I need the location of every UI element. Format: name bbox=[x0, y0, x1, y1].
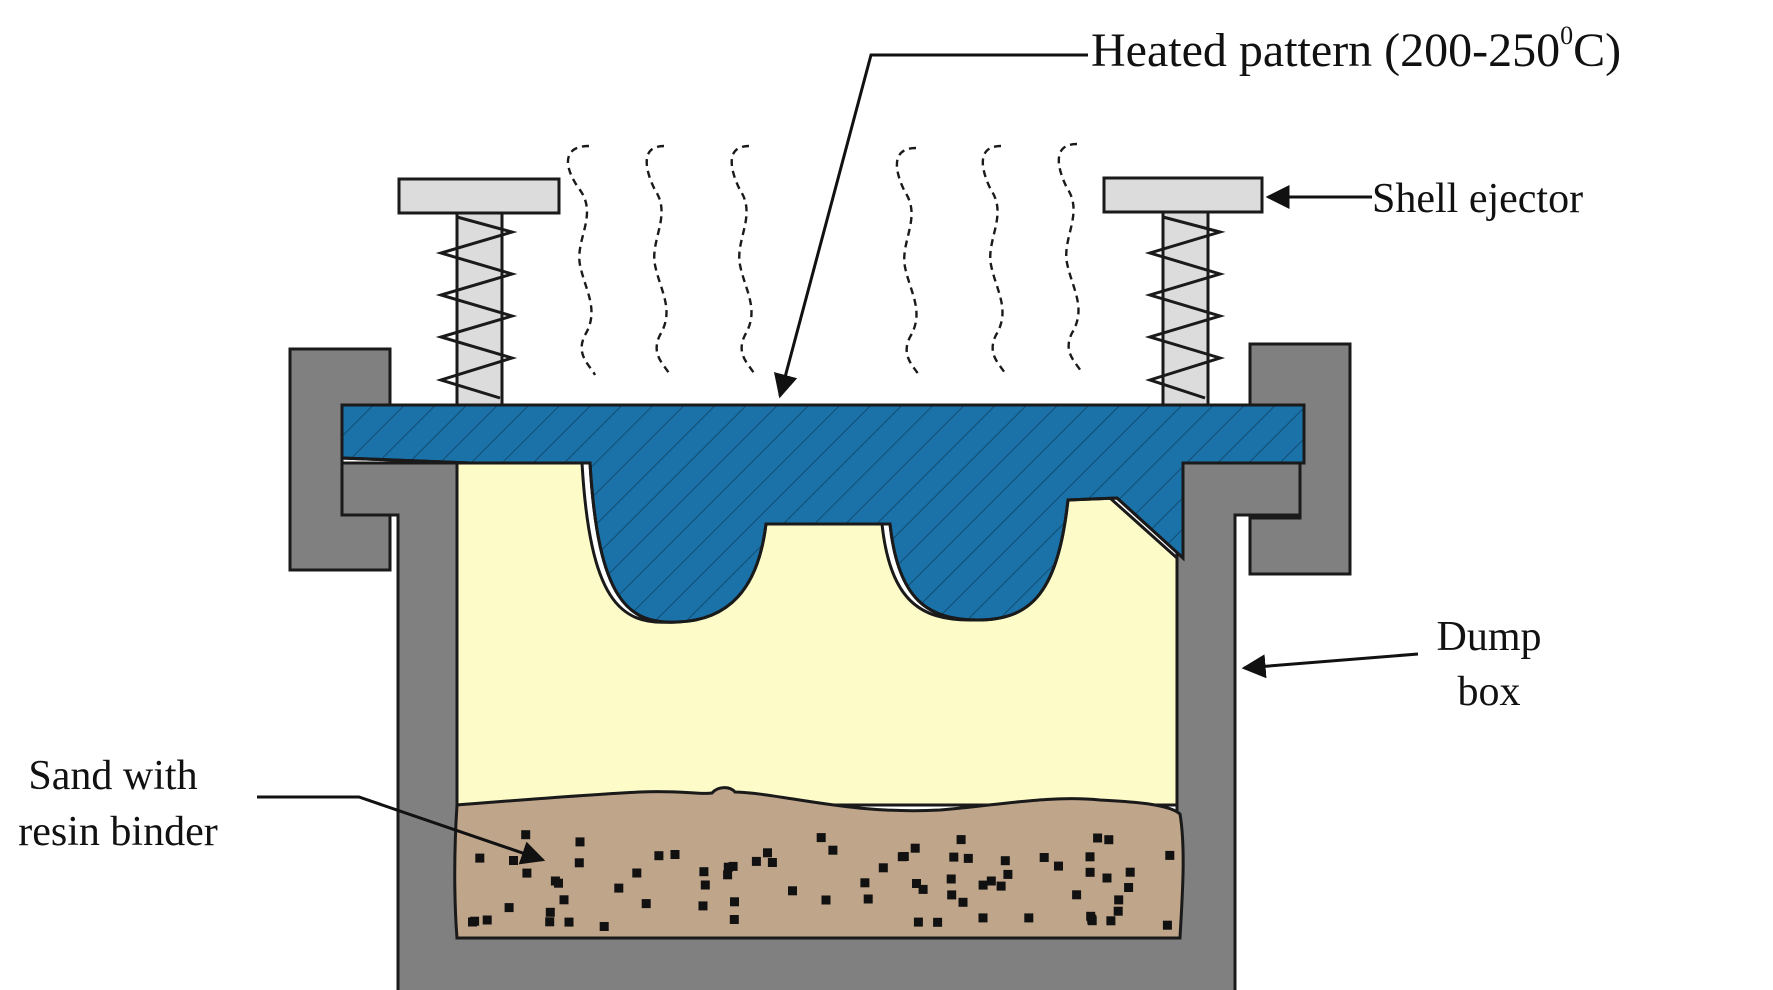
sand-grain bbox=[700, 880, 710, 890]
sand-grains bbox=[468, 830, 1175, 931]
sand-leader bbox=[257, 795, 546, 865]
sand-grain bbox=[730, 897, 739, 907]
sand-grain bbox=[723, 870, 733, 880]
sand-grain bbox=[1072, 890, 1082, 900]
sand-grain bbox=[729, 915, 739, 924]
sand-grain bbox=[575, 837, 585, 847]
sand-grain bbox=[1125, 867, 1135, 877]
sand-grain bbox=[763, 848, 772, 858]
sand-grain bbox=[550, 876, 560, 886]
sand-grain bbox=[698, 901, 708, 911]
sand-grain bbox=[482, 915, 492, 925]
sand-grain bbox=[1165, 850, 1175, 860]
sand-grain bbox=[1162, 920, 1172, 930]
sand-grain bbox=[1114, 895, 1124, 905]
sand-grain bbox=[946, 874, 956, 884]
sand-grain bbox=[978, 880, 988, 890]
sand-grain bbox=[632, 868, 642, 878]
sand-grain bbox=[574, 858, 584, 868]
sand-grain bbox=[788, 886, 797, 896]
left-shell-ejector bbox=[397, 177, 561, 407]
sand-grain bbox=[504, 903, 514, 913]
sand-grain bbox=[1086, 911, 1096, 921]
sand-grain bbox=[564, 917, 574, 927]
sand-grain bbox=[1093, 833, 1103, 843]
shell-ejector-label: Shell ejector bbox=[1372, 176, 1583, 222]
sand-grain bbox=[828, 845, 838, 855]
sand-grain bbox=[978, 913, 988, 923]
sand-grain bbox=[918, 884, 928, 894]
sand-grain bbox=[860, 878, 870, 888]
sand-grain bbox=[863, 894, 873, 904]
sand-grain bbox=[899, 852, 909, 861]
sand-grain bbox=[599, 922, 609, 931]
sand-grain bbox=[878, 863, 888, 873]
sand-grain bbox=[723, 862, 733, 872]
sand-grain bbox=[949, 852, 959, 862]
sand-grain bbox=[1102, 873, 1112, 883]
sand-grain bbox=[996, 881, 1006, 891]
sand-grain bbox=[1000, 856, 1010, 866]
dump-box-leader bbox=[1241, 652, 1419, 679]
sand-grain bbox=[545, 917, 555, 927]
right-shell-ejector bbox=[1102, 176, 1264, 407]
sand-grain bbox=[767, 858, 777, 867]
sand-grain bbox=[699, 867, 709, 877]
sand-grain bbox=[728, 861, 738, 871]
sand-grain bbox=[670, 850, 680, 859]
sand-grain bbox=[470, 916, 480, 926]
sand-grain bbox=[1113, 906, 1123, 916]
sand-grain bbox=[545, 907, 555, 917]
sand-grain bbox=[910, 843, 920, 853]
sand-grain bbox=[559, 895, 569, 905]
sand-grain bbox=[751, 856, 761, 866]
sand-grain bbox=[912, 879, 921, 888]
sand-layer bbox=[453, 786, 1185, 940]
sand-grain bbox=[475, 853, 485, 863]
sand-grain bbox=[614, 883, 624, 893]
sand-grain bbox=[1106, 916, 1116, 926]
sand-grain bbox=[986, 876, 996, 886]
heated-pattern-leader bbox=[773, 53, 1088, 399]
sand-grain bbox=[1054, 861, 1063, 871]
sand-grain bbox=[816, 833, 826, 843]
sand-grain bbox=[958, 897, 968, 907]
sand-grain bbox=[1039, 853, 1049, 862]
sand-grain bbox=[913, 917, 923, 927]
sand-grain bbox=[1024, 913, 1034, 923]
sand-grain bbox=[522, 868, 532, 878]
dump-box-label-line1: Dump bbox=[1437, 614, 1542, 660]
sand-grain bbox=[654, 851, 664, 861]
sand-grain bbox=[933, 917, 943, 927]
sand-grain bbox=[641, 899, 651, 909]
sand-grain bbox=[821, 895, 831, 905]
sand-grain bbox=[521, 830, 531, 840]
sand-grain bbox=[509, 856, 518, 865]
sand-grain bbox=[1104, 835, 1114, 845]
sand-grain bbox=[1003, 869, 1013, 879]
heated-pattern-label: Heated pattern (200-2500C) bbox=[1091, 21, 1621, 77]
heated-pattern bbox=[340, 403, 1306, 624]
sand-label-line1: Sand with bbox=[28, 753, 197, 799]
dump-box-label-line2: box bbox=[1458, 669, 1521, 715]
sand-grain bbox=[1085, 867, 1095, 877]
sand-grain bbox=[947, 890, 957, 900]
sand-grain bbox=[1124, 883, 1134, 892]
heat-waves bbox=[566, 142, 1084, 378]
sand-label-line2: resin binder bbox=[18, 809, 217, 855]
sand-grain bbox=[963, 853, 973, 863]
sand-grain bbox=[956, 835, 966, 845]
sand-grain bbox=[1085, 852, 1095, 862]
